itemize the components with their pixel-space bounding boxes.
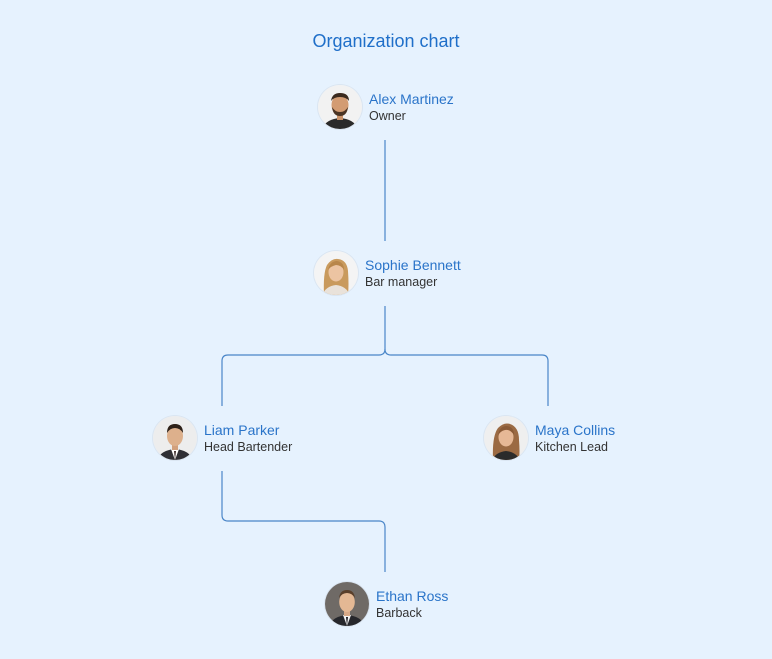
node-name: Liam Parker xyxy=(204,421,280,438)
avatar xyxy=(325,582,369,626)
node-role: Owner xyxy=(369,108,406,123)
page-title: Organization chart xyxy=(312,31,460,51)
avatar xyxy=(314,251,358,295)
avatar xyxy=(318,85,362,129)
node-role: Barback xyxy=(376,605,422,620)
node-role: Kitchen Lead xyxy=(535,439,608,454)
edge-sophie-maya xyxy=(384,348,549,406)
org-node-maya-collins[interactable]: Maya Collins Kitchen Lead xyxy=(484,415,615,461)
node-name: Maya Collins xyxy=(535,421,616,438)
edge-liam-ethan xyxy=(221,471,386,572)
node-name: Alex Martinez xyxy=(369,90,454,107)
node-role: Head Bartender xyxy=(204,439,293,454)
org-node-alex-martinez[interactable]: Alex Martinez Owner xyxy=(318,84,454,130)
org-node-sophie-bennett[interactable]: Sophie Bennett Bar manager xyxy=(314,250,461,296)
node-name: Sophie Bennett xyxy=(365,256,461,273)
node-role: Bar manager xyxy=(365,274,438,289)
edge-sophie-liam xyxy=(221,306,386,406)
org-node-ethan-ross[interactable]: Ethan Ross Barback xyxy=(325,581,448,627)
node-name: Ethan Ross xyxy=(376,587,449,604)
avatar xyxy=(153,416,197,460)
avatar xyxy=(484,416,528,460)
org-node-liam-parker[interactable]: Liam Parker Head Bartender xyxy=(153,415,292,461)
